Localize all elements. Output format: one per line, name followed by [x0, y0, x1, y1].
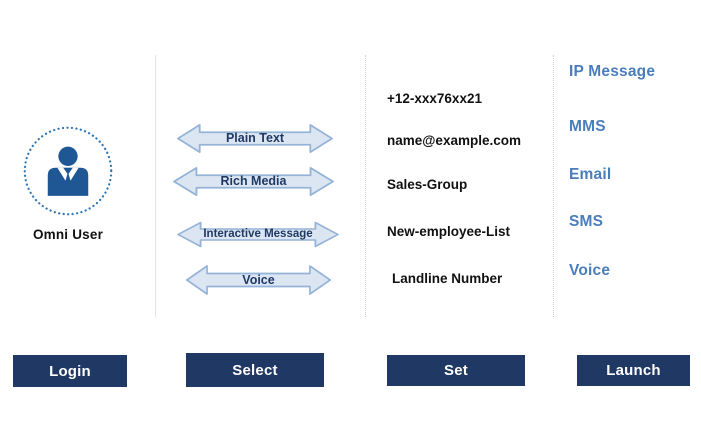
double-arrow-icon — [177, 124, 333, 153]
double-arrow-icon — [177, 221, 339, 248]
omni-user-label: Omni User — [32, 227, 104, 242]
channel-arrow-interactive-message: Interactive Message — [176, 220, 340, 249]
double-arrow-icon — [186, 265, 331, 295]
column-divider-1 — [155, 55, 156, 317]
launch-button[interactable]: Launch — [577, 355, 690, 386]
set-button[interactable]: Set — [387, 355, 525, 386]
destination-phone: +12-xxx76xx21 — [387, 91, 482, 106]
channel-arrow-rich-media: Rich Media — [172, 165, 335, 198]
channel-label: Rich Media — [220, 174, 287, 188]
omni-user-figure — [22, 125, 114, 217]
destination-landline: Landline Number — [392, 271, 503, 286]
channel-arrow-plain-text: Plain Text — [176, 122, 334, 155]
column-divider-2 — [365, 55, 366, 317]
login-button[interactable]: Login — [13, 355, 127, 387]
channel-label: Voice — [242, 272, 275, 287]
service-ip-message: IP Message — [569, 63, 656, 80]
service-email: Email — [569, 166, 612, 183]
destination-email: name@example.com — [387, 133, 521, 148]
select-button[interactable]: Select — [186, 353, 324, 387]
user-icon — [23, 126, 113, 216]
destination-group: Sales-Group — [387, 177, 468, 192]
channel-label: Plain Text — [225, 131, 285, 145]
service-sms: SMS — [569, 213, 604, 230]
service-voice: Voice — [569, 262, 611, 279]
destination-list: New-employee-List — [387, 224, 511, 239]
channel-arrow-voice: Voice — [185, 263, 332, 297]
channel-label: Interactive Message — [203, 228, 313, 240]
double-arrow-icon — [173, 167, 334, 196]
column-divider-3 — [553, 55, 554, 317]
service-mms: MMS — [569, 118, 606, 135]
